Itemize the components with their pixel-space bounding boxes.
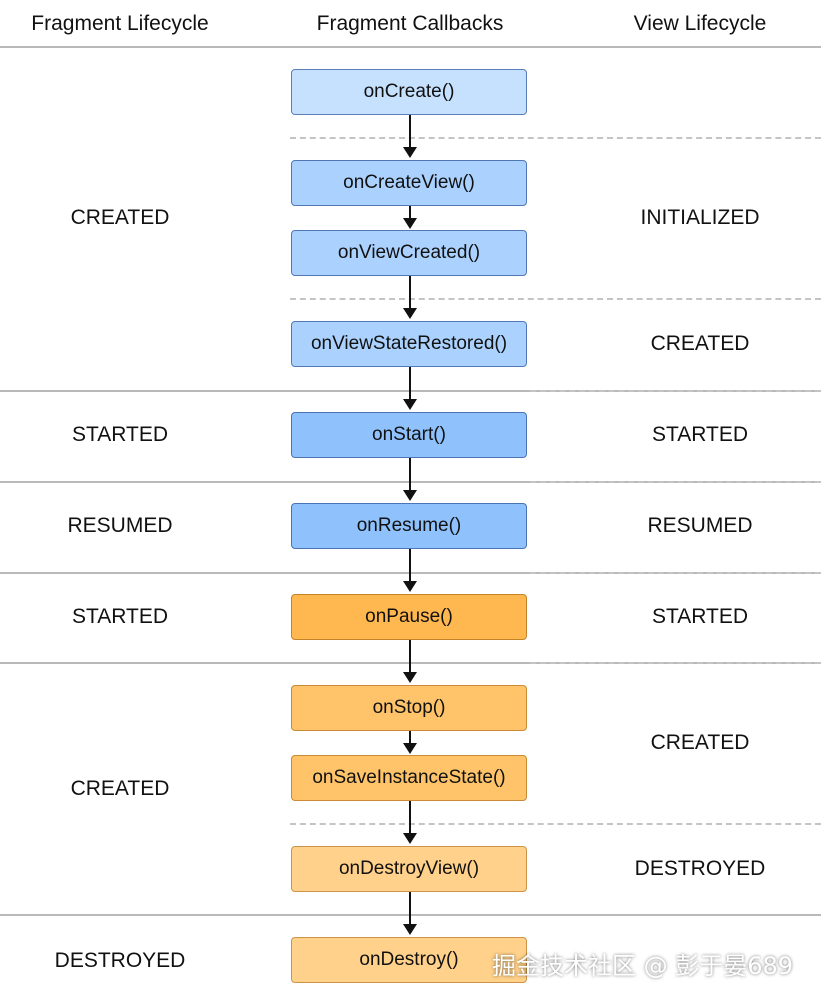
callback-ondestroyview: onDestroyView() [291, 846, 527, 892]
view-divider-created-destroyed [290, 823, 821, 825]
view-divider-resumed-started [530, 572, 821, 574]
view-state-initialized: INITIALIZED [640, 206, 760, 229]
view-state-created-2: CREATED [650, 731, 750, 754]
callback-ondestroy: onDestroy() [291, 937, 527, 983]
callback-onsaveinstancestate: onSaveInstanceState() [291, 755, 527, 801]
watermark: 掘金技术社区 @ 彭于晏689 [492, 952, 794, 980]
view-divider-initialized-created [290, 298, 821, 300]
view-state-started: STARTED [651, 423, 749, 446]
view-divider-started-resumed [530, 481, 821, 483]
callback-onstart: onStart() [291, 412, 527, 458]
view-state-destroyed: DESTROYED [634, 857, 766, 880]
fragment-state-destroyed: DESTROYED [54, 949, 186, 972]
fragment-state-started: STARTED [71, 423, 169, 446]
fragment-state-created: CREATED [70, 206, 170, 229]
fragment-lifecycle-header: Fragment Lifecycle [31, 12, 209, 35]
fragment-state-created-2: CREATED [70, 777, 170, 800]
view-lifecycle-header: View Lifecycle [633, 12, 767, 35]
callback-oncreateview: onCreateView() [291, 160, 527, 206]
header-divider [0, 46, 821, 48]
view-state-started-2: STARTED [651, 605, 749, 628]
view-divider-oncreate [290, 137, 821, 139]
callback-oncreate: onCreate() [291, 69, 527, 115]
view-divider-created-started [530, 390, 821, 392]
callback-onviewcreated: onViewCreated() [291, 230, 527, 276]
callback-onviewstaterestored: onViewStateRestored() [291, 321, 527, 367]
view-divider-started-created [530, 662, 821, 664]
view-state-resumed: RESUMED [647, 514, 753, 537]
callback-onresume: onResume() [291, 503, 527, 549]
fragment-callbacks-header: Fragment Callbacks [316, 12, 504, 35]
callback-onstop: onStop() [291, 685, 527, 731]
fragment-state-started-2: STARTED [71, 605, 169, 628]
fragment-state-resumed: RESUMED [67, 514, 173, 537]
view-state-created: CREATED [650, 332, 750, 355]
callback-onpause: onPause() [291, 594, 527, 640]
